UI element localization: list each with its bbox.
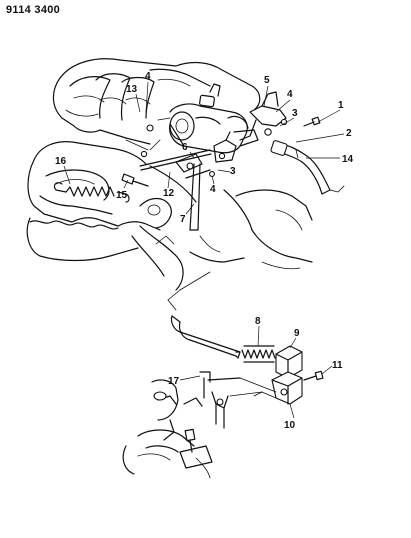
return-spring	[53, 182, 130, 203]
bracket-10	[253, 370, 324, 405]
intake-manifold	[52, 58, 261, 145]
callout-10: 10	[284, 420, 296, 431]
callout-3-lower: 3	[230, 166, 236, 177]
callout-7: 7	[180, 214, 186, 225]
callout-3-upper: 3	[292, 108, 298, 119]
callout-12: 12	[163, 188, 175, 199]
callout-11: 11	[332, 360, 343, 371]
callout-16: 16	[55, 156, 67, 167]
callout-17: 17	[168, 376, 180, 387]
leader-lines	[63, 81, 345, 419]
callout-9: 9	[294, 328, 300, 339]
callout-2: 2	[346, 128, 352, 139]
callout-4-right: 4	[287, 89, 293, 100]
engine-block	[26, 141, 313, 291]
callout-5: 5	[264, 75, 270, 86]
compression-spring	[241, 345, 276, 363]
throttle-cable	[270, 140, 345, 195]
callout-14: 14	[342, 154, 354, 165]
callout-labels: 1 2 3 3 4 4 4 5 6 7 8 9 10 11 12 13 14 1…	[55, 71, 354, 431]
pedal-rod	[167, 271, 241, 359]
bolt-15	[121, 173, 149, 187]
callout-8: 8	[255, 316, 261, 327]
callout-15: 15	[116, 190, 128, 201]
callout-13: 13	[126, 84, 138, 95]
callout-4-left: 4	[145, 71, 151, 82]
callout-4-lower: 4	[210, 184, 216, 195]
cable-bracket	[213, 91, 321, 163]
page-code: 9114 3400	[6, 4, 61, 16]
linkage-rods	[125, 139, 215, 231]
lower-linkage	[199, 371, 277, 429]
mounting-bracket	[122, 379, 213, 479]
callout-6: 6	[182, 142, 188, 153]
throttle-body	[146, 83, 259, 154]
callout-1: 1	[338, 100, 344, 111]
